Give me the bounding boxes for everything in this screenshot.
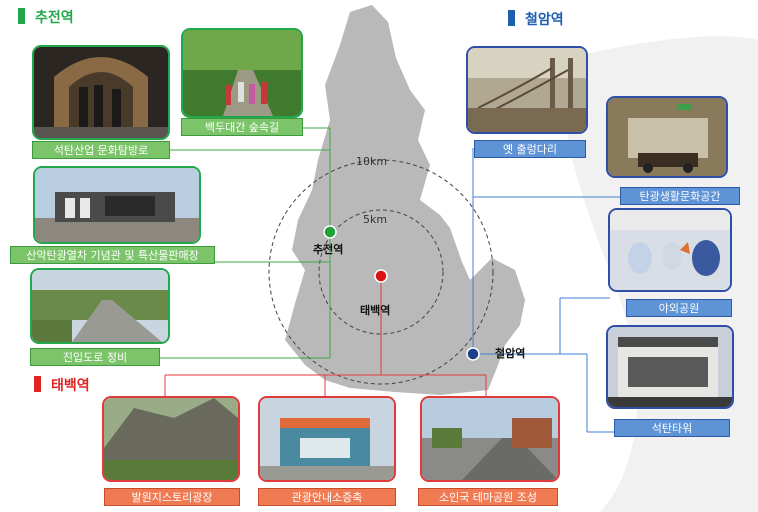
churyeon-station-label: 추전역 — [313, 243, 344, 256]
memorial-hall-photo — [33, 166, 201, 244]
ring-5km-label: 5km — [363, 213, 388, 226]
tourist-center-photo — [258, 396, 396, 482]
access-road-photo — [30, 268, 170, 344]
tourist-center-label: 관광안내소증축 — [258, 488, 396, 506]
theme-park-photo — [420, 396, 560, 482]
theme-park-label: 소인국 테마공원 조성 — [418, 488, 558, 506]
churyeon-station-marker — [323, 225, 337, 239]
forest-trail-photo — [181, 28, 303, 118]
cheoram-station-label: 철암역 — [495, 347, 526, 360]
outdoor-park-photo — [608, 208, 732, 292]
taebaek-section-title: 태백역 — [34, 376, 90, 396]
coal-tunnel-photo — [32, 45, 170, 140]
ring-5km — [318, 209, 444, 335]
taebaek-station-label: 태백역 — [360, 304, 391, 317]
mining-space-photo — [606, 96, 728, 178]
access-road-label: 진입도로 정비 — [30, 348, 160, 366]
mining-space-label: 탄광생활문화공간 — [620, 187, 740, 205]
cheoram-connectors — [472, 148, 620, 433]
outdoor-park-label: 야외공원 — [626, 299, 732, 317]
cheoram-section-title: 철암역 — [508, 10, 564, 30]
coal-tower-label: 석탄타워 — [614, 419, 730, 437]
memorial-hall-label: 산악탄광열차 기념관 및 특산물판매장 — [10, 246, 215, 264]
old-bridge-photo — [466, 46, 588, 134]
ring-10km-label: 10km — [356, 155, 388, 168]
old-bridge-label: 옛 출렁다리 — [474, 140, 586, 158]
coal-tower-photo — [606, 325, 734, 409]
forest-trail-label: 백두대간 숲속길 — [181, 118, 303, 136]
coal-tunnel-label: 석탄산업 문화탐방로 — [32, 141, 170, 159]
region-silhouette — [285, 5, 525, 395]
taebaek-connectors — [164, 276, 487, 396]
churyeon-section-title: 추전역 — [18, 8, 74, 28]
story-plaza-label: 발원지스토리광장 — [104, 488, 240, 506]
cheoram-station-marker — [466, 347, 480, 361]
story-plaza-photo — [102, 396, 240, 482]
taebaek-station-marker — [374, 269, 388, 283]
ring-10km — [268, 159, 494, 385]
